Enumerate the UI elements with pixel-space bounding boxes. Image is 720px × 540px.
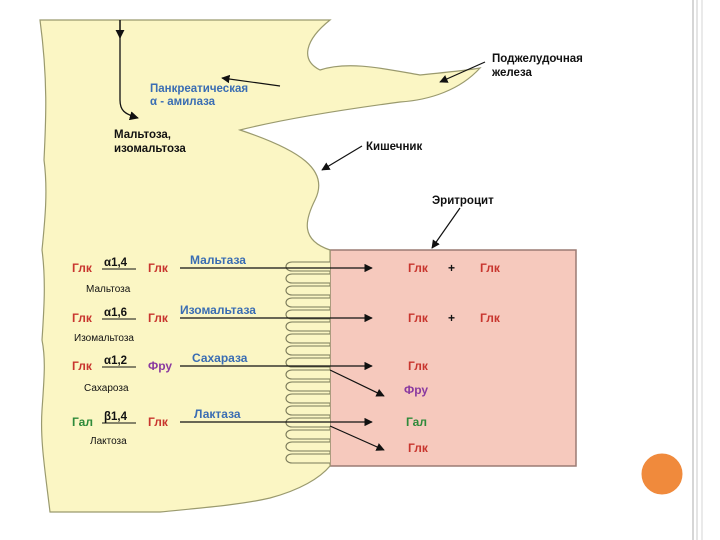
substrate-label: Лактоза [90, 436, 127, 447]
bond-label: α1,6 [104, 307, 127, 319]
substrate-label: Сахароза [84, 383, 129, 394]
amylase-label-line1: Панкреатическая [150, 83, 248, 95]
villus [285, 345, 330, 356]
monomer-left-a: Глк [72, 359, 93, 373]
inflow-line [119, 20, 139, 121]
villus [285, 261, 330, 272]
pancreas-label-line1: Поджелудочная [492, 53, 583, 65]
substrate-label: Мальтоза [86, 284, 131, 295]
villus [285, 309, 330, 320]
amylase-pointer [221, 74, 281, 87]
erythrocyte-pointer [431, 207, 461, 249]
reaction-row-lactose: Гал β1,4 Глк Лактоза Лактаза Гал Глк [72, 407, 429, 455]
pancreas-pointer [439, 61, 486, 83]
bond-label: β1,4 [104, 411, 128, 423]
reaction-row-isomaltose: Глк α1,6 Глк Изомальтоза Изомальтаза Глк… [72, 303, 501, 344]
enzyme-label: Мальтаза [190, 253, 246, 267]
orange-circle-decoration [638, 450, 686, 498]
intestine-label: Кишечник [366, 141, 422, 153]
product-2: Глк [480, 261, 501, 275]
villus [285, 321, 330, 332]
product-2: Глк [408, 441, 429, 455]
bond-label: α1,2 [104, 355, 127, 367]
villus [285, 405, 330, 416]
enzyme-label: Изомальтаза [180, 303, 256, 317]
pancreas-label-line2: железа [491, 67, 533, 79]
product-1: Глк [408, 359, 429, 373]
maltose-label-line1: Мальтоза, [114, 129, 171, 141]
enzyme-label: Лактаза [194, 407, 241, 421]
monomer-left-a: Глк [72, 311, 93, 325]
villus [285, 285, 330, 296]
product-1: Глк [408, 311, 429, 325]
villus [285, 357, 330, 368]
villus [285, 369, 330, 380]
monomer-left-b: Глк [148, 415, 169, 429]
monomer-left-b: Глк [148, 261, 169, 275]
intestine-pointer [321, 145, 363, 171]
enzyme-label: Сахараза [192, 351, 248, 365]
erythrocyte-label: Эритроцит [432, 195, 494, 207]
monomer-left-a: Гал [72, 415, 93, 429]
plus-sign: + [448, 311, 455, 325]
reaction-row-sucrose: Глк α1,2 Фру Сахароза Сахараза Глк Фру [72, 351, 429, 397]
substrate-label: Изомальтоза [74, 333, 134, 344]
villus [285, 441, 330, 452]
intestinal-villi [285, 261, 330, 464]
villus [285, 333, 330, 344]
erythrocyte-region [329, 249, 577, 467]
villus [285, 273, 330, 284]
villus [285, 381, 330, 392]
monomer-left-a: Глк [72, 261, 93, 275]
villus [285, 453, 330, 464]
villus [285, 297, 330, 308]
monomer-left-b: Глк [148, 311, 169, 325]
bond-label: α1,4 [104, 257, 128, 269]
reaction-row-maltose: Глк α1,4 Глк Мальтоза Мальтаза Глк + Глк [72, 253, 501, 295]
monomer-left-b: Фру [148, 359, 172, 373]
villus [285, 429, 330, 440]
plus-sign: + [448, 261, 455, 275]
maltose-label-line2: изомальтоза [114, 143, 186, 155]
amylase-label-line2: α - амилаза [150, 96, 216, 108]
product-2: Глк [480, 311, 501, 325]
slide-frame [638, 0, 703, 540]
product-2: Фру [404, 383, 428, 397]
product-1: Гал [406, 415, 427, 429]
product-1: Глк [408, 261, 429, 275]
villus [285, 393, 330, 404]
